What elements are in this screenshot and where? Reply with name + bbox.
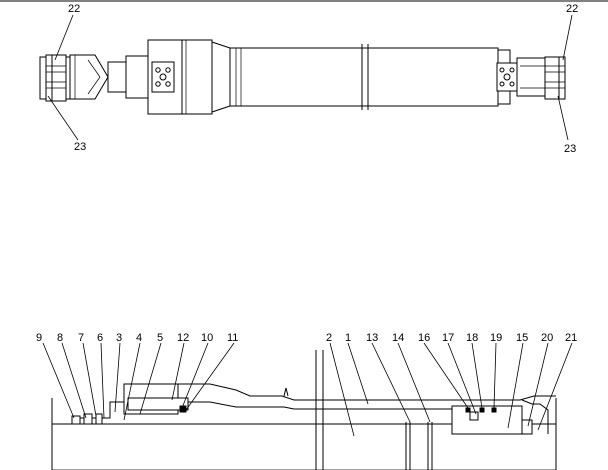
cylinder-barrel	[229, 47, 499, 107]
label-6: 6	[97, 332, 103, 344]
top-view-leaders	[47, 14, 573, 141]
label-23-left: 23	[74, 141, 86, 153]
head-port-flange	[151, 61, 175, 93]
right-port-flange	[496, 62, 518, 92]
label-1: 1	[345, 332, 351, 344]
label-13: 13	[366, 332, 378, 344]
left-rod-end	[69, 54, 109, 100]
left-end-cap	[45, 54, 67, 102]
section-view	[51, 350, 557, 470]
left-neck	[107, 61, 127, 93]
label-4: 4	[136, 332, 142, 344]
label-21: 21	[565, 332, 577, 344]
label-12: 12	[177, 332, 189, 344]
right-rod-end	[516, 57, 546, 97]
label-9: 9	[36, 332, 42, 344]
label-15: 15	[516, 332, 528, 344]
label-7: 7	[78, 332, 84, 344]
label-5: 5	[157, 332, 163, 344]
label-14: 14	[392, 332, 404, 344]
label-3: 3	[116, 332, 122, 344]
label-23-right: 23	[564, 143, 576, 155]
label-8: 8	[57, 332, 63, 344]
cylinder-assembly-view	[39, 39, 566, 115]
label-17: 17	[442, 332, 454, 344]
right-end-cap	[544, 56, 566, 100]
label-2: 2	[326, 332, 332, 344]
section-view-leaders	[42, 342, 573, 437]
label-22-right: 22	[566, 3, 578, 15]
label-11: 11	[227, 332, 238, 344]
label-19: 19	[490, 332, 502, 344]
label-16: 16	[418, 332, 430, 344]
label-22-left: 22	[68, 3, 80, 15]
label-20: 20	[541, 332, 553, 344]
label-10: 10	[201, 332, 213, 344]
label-18: 18	[466, 332, 478, 344]
section-labels: 9 8 7 6 3 4 5 12 10 11 2 1 13 14 16 17 1…	[36, 332, 577, 344]
